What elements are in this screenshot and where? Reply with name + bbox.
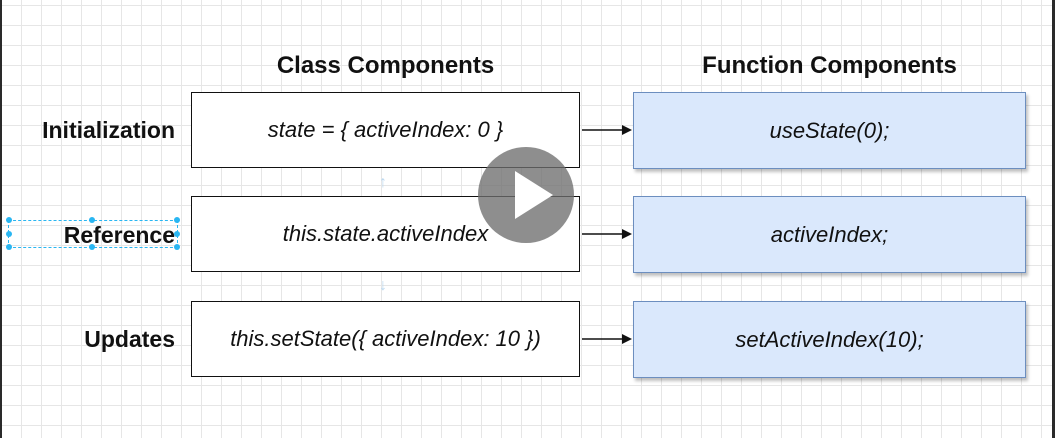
row-label-reference: Reference <box>63 222 175 248</box>
selection-handle[interactable] <box>89 217 95 223</box>
selection-handle[interactable] <box>6 244 12 250</box>
window-right-edge <box>1052 0 1055 438</box>
play-icon <box>515 171 553 219</box>
arrow-right-icon <box>582 334 632 344</box>
selection-handle[interactable] <box>174 244 180 250</box>
header-function-components: Function Components <box>702 52 957 79</box>
header-class-components: Class Components <box>276 52 495 79</box>
selection-handle[interactable] <box>174 231 180 237</box>
function-box-initialization[interactable]: useState(0); <box>633 92 1026 169</box>
selection-handle[interactable] <box>174 217 180 223</box>
function-box-reference[interactable]: activeIndex; <box>633 196 1026 273</box>
class-code-reference: this.state.activeIndex <box>282 221 489 246</box>
arrow-right-icon <box>582 125 632 135</box>
play-button[interactable] <box>478 147 574 243</box>
function-code-initialization: useState(0); <box>769 117 890 143</box>
row-label-initialization: Initialization <box>42 117 175 143</box>
function-box-updates[interactable]: setActiveIndex(10); <box>633 301 1026 378</box>
connect-arrow-up-icon[interactable]: ↑ <box>379 174 387 191</box>
class-code-initialization: state = { activeIndex: 0 } <box>267 117 504 142</box>
function-code-reference: activeIndex; <box>770 221 889 247</box>
class-code-updates: this.setState({ activeIndex: 10 }) <box>230 326 541 351</box>
class-box-updates[interactable]: this.setState({ activeIndex: 10 }) <box>191 301 580 377</box>
selection-handle[interactable] <box>89 244 95 250</box>
window-left-edge <box>0 0 2 438</box>
connect-arrow-down-icon[interactable]: ↓ <box>379 277 387 294</box>
function-code-updates: setActiveIndex(10); <box>735 326 924 352</box>
arrow-right-icon <box>582 229 632 239</box>
selection-handle[interactable] <box>6 231 12 237</box>
selection-handle[interactable] <box>6 217 12 223</box>
row-label-updates: Updates <box>84 326 175 352</box>
